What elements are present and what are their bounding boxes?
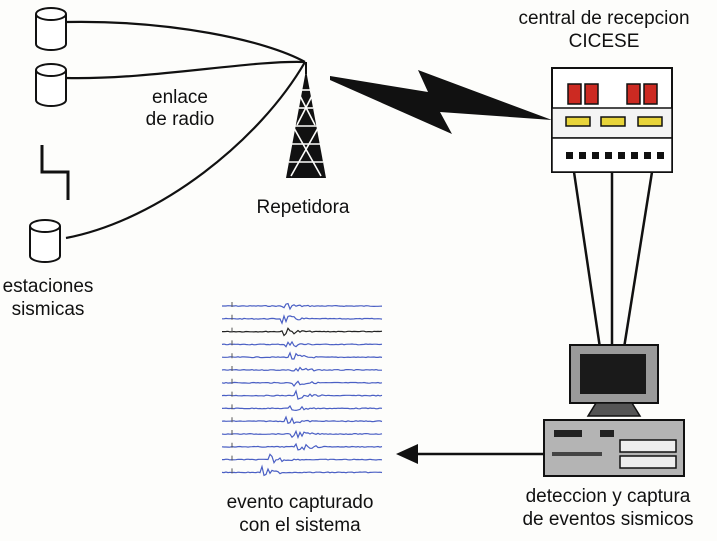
- seismogram-trace: [221, 429, 383, 440]
- radio-link-label-line1: enlace: [152, 87, 208, 108]
- seismogram-trace: [221, 415, 383, 425]
- receiver-panel-icon: [551, 67, 673, 173]
- lightning-bolt-icon: [330, 70, 552, 134]
- link-line-2: [65, 60, 306, 80]
- station-cylinder-icon: [29, 219, 61, 263]
- seismogram-trace: [221, 351, 383, 360]
- seismogram-trace: [221, 340, 383, 348]
- detection-label-line2: de eventos sismicos: [522, 509, 693, 530]
- small-link-bolt-icon: [40, 145, 70, 200]
- data-cables: [572, 171, 654, 349]
- computer-icon: [543, 344, 685, 477]
- seismogram-trace: [221, 442, 383, 451]
- repeater-label: Repetidora: [257, 197, 350, 218]
- seismogram-trace: [221, 389, 383, 400]
- seismogram-trace: [221, 404, 383, 412]
- output-arrow-icon: [396, 444, 544, 464]
- link-line-1: [65, 20, 306, 63]
- captured-label-line2: con el sistema: [239, 515, 361, 536]
- link-line-3: [65, 61, 306, 240]
- radio-tower-icon: [286, 62, 326, 178]
- stations-label-line1: estaciones: [3, 276, 94, 297]
- station-cylinder-icon: [35, 63, 67, 107]
- station-cylinder-icon: [35, 7, 67, 51]
- captured-label-line1: evento capturado: [227, 492, 374, 513]
- radio-link-lines: [65, 20, 306, 240]
- central-label-line1: central de recepcion: [518, 8, 689, 29]
- radio-link-label-line2: de radio: [146, 109, 215, 130]
- central-label-line2: CICESE: [569, 31, 640, 52]
- seismogram-trace: [222, 453, 383, 465]
- detection-label-line1: deteccion y captura: [526, 486, 691, 507]
- seismogram-trace: [222, 302, 383, 311]
- seismogram-trace: [221, 380, 383, 387]
- stations-label-line2: sismicas: [12, 299, 85, 320]
- seismogram-trace: [222, 314, 383, 325]
- seismogram-trace: [221, 366, 382, 372]
- seismogram-trace: [221, 464, 383, 477]
- seismogram-icon: [221, 302, 383, 477]
- seismogram-trace: [222, 327, 383, 337]
